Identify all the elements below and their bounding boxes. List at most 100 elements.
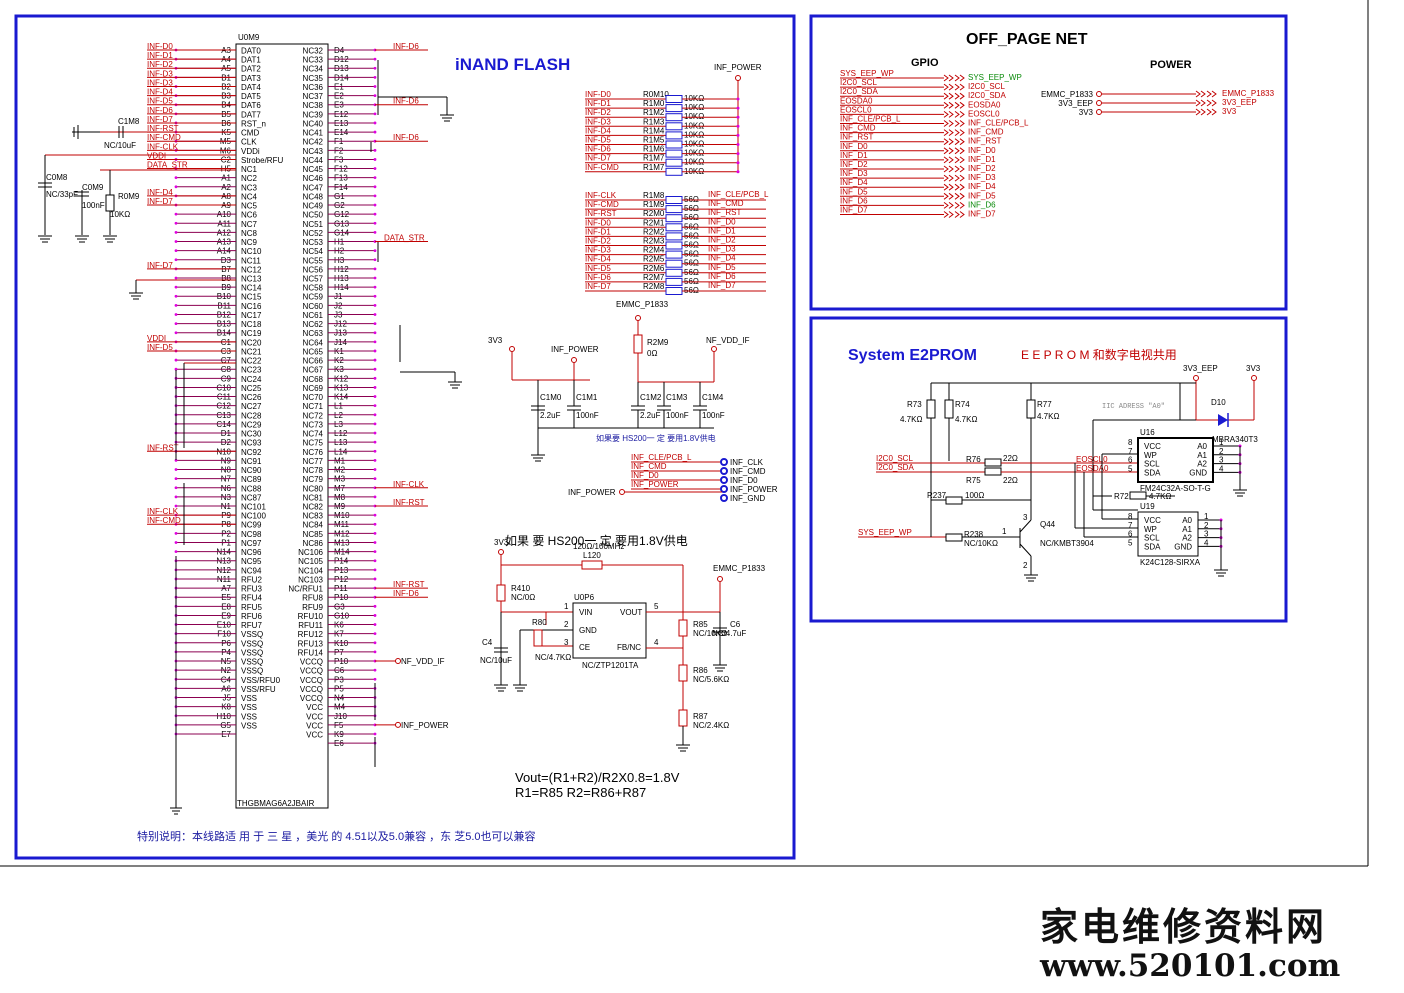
- gpio-left-net: SYS_EEP_WP: [840, 69, 894, 78]
- gpio-right-net: INF_D5: [968, 191, 996, 200]
- inand-inner-left-pin: NC23: [241, 366, 262, 375]
- inand-inner-left-pin: VSSQ: [241, 639, 263, 648]
- gpio-right-net: I2C0_SDA: [968, 91, 1006, 100]
- r77-ref: R77: [1037, 400, 1052, 409]
- inand-inner-left-pin: NC8: [241, 229, 258, 238]
- inand-inner-left-pin: NC12: [241, 265, 262, 274]
- gpio-left-net: INF_CLE/PCB_L: [840, 115, 901, 124]
- inand-inner-left-pin: NC21: [241, 347, 262, 356]
- pullup-net: INF-CMD: [585, 163, 619, 172]
- inand-inner-right-pin: NC105: [298, 557, 323, 566]
- series-resistor: [665, 223, 683, 232]
- offsmall-right-net: INF_CLK: [730, 458, 764, 467]
- inand-inner-right-pin: NC77: [303, 457, 324, 466]
- r75-ref: R75: [966, 476, 981, 485]
- u0p6-pin2: 2: [564, 620, 569, 629]
- pullup-net: INF-D2: [585, 108, 611, 117]
- inand-inner-left-pin: NC94: [241, 566, 262, 575]
- inand-inner-right-pin: NC84: [303, 521, 324, 530]
- r238-ref: R238: [964, 530, 984, 539]
- inand-inner-left-pin: VSS: [241, 721, 257, 730]
- inand-inner-right-pin: NC65: [303, 347, 324, 356]
- u0p6-vin: VIN: [579, 608, 593, 617]
- inand-inner-right-pin: NC/RFU1: [288, 585, 323, 594]
- q44-ref: Q44: [1040, 520, 1056, 529]
- power-right-net: EMMC_P1833: [1222, 89, 1275, 98]
- gpio-left-net: INF_CMD: [840, 124, 876, 133]
- series-net-in: INF-RST: [585, 209, 617, 218]
- eeprom-pin-left: WP: [1144, 451, 1157, 460]
- inand-left-net: INF-D2: [147, 60, 173, 69]
- r86-val: NC/5.6KΩ: [693, 675, 729, 684]
- inand-inner-left-pin: NC5: [241, 202, 258, 211]
- pullup-ref: R1M0: [643, 99, 665, 108]
- inand-inner-right-pin: NC33: [303, 56, 324, 65]
- inand-inner-right-pin: NC45: [303, 165, 324, 174]
- offsmall-left-net: INF_CMD: [631, 462, 667, 471]
- inand-inner-right-pin: NC106: [298, 548, 323, 557]
- inand-inner-left-pin: DAT0: [241, 47, 261, 56]
- eeprom-pin-num-left: 6: [1128, 456, 1133, 465]
- series-net-out: INF_D1: [708, 226, 736, 235]
- inand-left-extra-net: INF-CLK: [147, 507, 179, 516]
- r410-val: NC/0Ω: [511, 593, 535, 602]
- gpio-right-net: INF_D2: [968, 164, 996, 173]
- inand-inner-left-pin: NC18: [241, 320, 262, 329]
- series-resistor: [665, 196, 683, 204]
- c1m8-ref: C1M8: [118, 117, 140, 126]
- u0p6-pin4: 4: [654, 638, 659, 647]
- series-ref: R1M8: [643, 191, 665, 200]
- inand-right-net: INF-D6: [393, 589, 419, 598]
- c0m9-ref: C0M9: [82, 183, 104, 192]
- eeprom-pin-right: A2: [1197, 460, 1207, 469]
- eeprom-pin-num-right: 3: [1204, 530, 1209, 539]
- inand-left-net: INF-D3: [147, 78, 173, 87]
- inand-inner-left-pin: NC101: [241, 503, 266, 512]
- series-ref: R2M8: [643, 282, 665, 291]
- inand-inner-right-pin: RFU10: [298, 612, 324, 621]
- inand-inner-right-pin: NC81: [303, 493, 324, 502]
- series-resistor: [665, 259, 683, 268]
- decap-ref: C1M4: [702, 393, 724, 402]
- series-resistor: [665, 232, 683, 241]
- inand-inner-right-pin: NC42: [303, 138, 324, 147]
- inand-left-extra-net: INF-D4: [147, 188, 173, 197]
- decap-ref: C1M2: [640, 393, 662, 402]
- u19-part: K24C128-SIRXA: [1140, 558, 1201, 567]
- gpio-left-net: INF_D4: [840, 178, 868, 187]
- eeprom-pin-num-right: 2: [1219, 447, 1224, 456]
- u0p6-fb: FB/NC: [617, 643, 641, 652]
- r74-ref: R74: [955, 400, 970, 409]
- eeprom-pin-right: GND: [1189, 468, 1207, 477]
- series-net-in: INF-D4: [585, 255, 611, 264]
- inand-left-extra-net: INF-D7: [147, 197, 173, 206]
- inand-part: THGBMAG6A2JBAIR: [237, 799, 315, 808]
- inand-inner-right-pin: RFU8: [302, 594, 323, 603]
- inand-left-extra-net: VDDI: [147, 334, 166, 343]
- pullup-net: INF-D6: [585, 145, 611, 154]
- series-net-out: INF_D5: [708, 263, 736, 272]
- eeprom-pin-num-left: 8: [1128, 438, 1133, 447]
- inand-inner-right-pin: NC58: [303, 284, 324, 293]
- pullup-ref: R1M4: [643, 126, 665, 135]
- q44-part: NC/KMBT3904: [1040, 539, 1094, 548]
- inand-inner-right-pin: NC47: [303, 183, 324, 192]
- offpage-small-group: INF_CLE/PCB_LINF_CMDINF_D0INF_POWERINF_C…: [568, 453, 778, 503]
- gpio-right-net: INF_CLE/PCB_L: [968, 119, 1029, 128]
- c6-val: NC/4.7uF: [712, 629, 746, 638]
- watermark-line1: 家电维修资料网: [1040, 904, 1327, 949]
- inand-left-extra-net: INF-D7: [147, 261, 173, 270]
- inand-inner-right-pin: NC103: [298, 575, 323, 584]
- inand-inner-left-pin: NC11: [241, 256, 261, 265]
- series-ref: R2M2: [643, 227, 665, 236]
- pullup-net: INF-D4: [585, 126, 611, 135]
- inand-inner-left-pin: NC6: [241, 211, 258, 220]
- series-net-in: INF-D1: [585, 227, 611, 236]
- inand-left-net: INF-D7: [147, 115, 173, 124]
- series-ref: R2M0: [643, 209, 665, 218]
- inand-chip: U0M9 THGBMAG6A2JBAIR DAT0DAT1DAT2DAT3DAT…: [174, 33, 377, 809]
- pullup-net: INF-D0: [585, 90, 611, 99]
- inand-inner-left-pin: CMD: [241, 129, 259, 138]
- gpio-left-net: INF_D1: [840, 151, 868, 160]
- inand-left-net: INF-D5: [147, 97, 173, 106]
